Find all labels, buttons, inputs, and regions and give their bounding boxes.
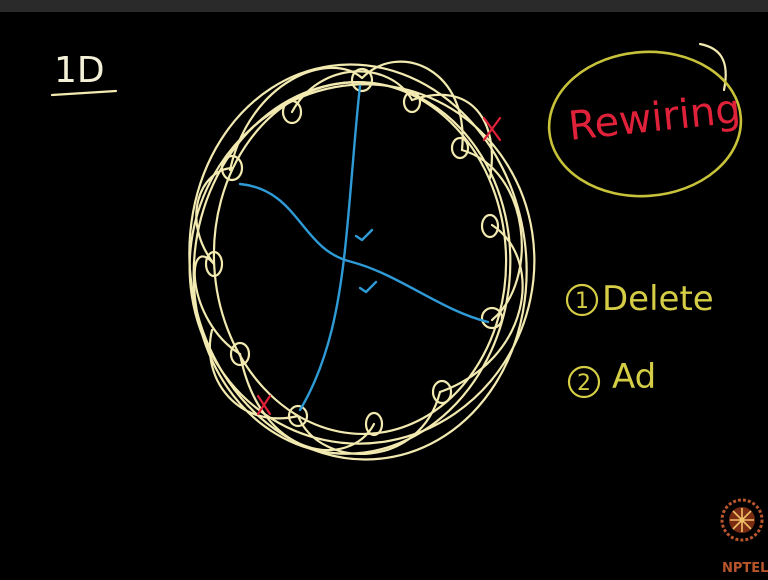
- ring-arc-right: [460, 148, 523, 322]
- heading-underline: [50, 89, 118, 97]
- node-5: [480, 306, 504, 330]
- step-2-label: Ad: [612, 357, 656, 397]
- step-2-number-circle: [567, 365, 601, 399]
- step-2: 2 Ad: [567, 357, 656, 399]
- check-mark-upper: [354, 228, 374, 242]
- cross-mark-bottom-left: [256, 394, 272, 416]
- node-4: [480, 213, 500, 239]
- heading-1d: 1D: [50, 50, 118, 97]
- title-circle: [547, 50, 743, 198]
- node-12: [281, 99, 303, 125]
- step-1-label: Delete: [602, 279, 714, 319]
- node-2: [402, 90, 422, 114]
- node-11: [220, 154, 244, 182]
- ring-nodes: [204, 67, 504, 437]
- node-8: [287, 404, 309, 428]
- node-6: [431, 379, 453, 405]
- steps-list: 1 Delete 2 Ad: [565, 279, 714, 399]
- step-1-number-circle: [565, 283, 599, 317]
- node-7: [364, 411, 384, 437]
- node-1: [350, 67, 374, 93]
- step-1: 1 Delete: [565, 279, 714, 319]
- ring-arc-top: [228, 60, 464, 172]
- ring-loop-outer: [188, 63, 528, 461]
- top-frame-border: [0, 0, 768, 12]
- rewired-edge-vertical: [298, 84, 362, 412]
- nptel-emblem-icon: [720, 498, 764, 542]
- nptel-logo: NPTEL: [720, 498, 768, 576]
- node-3: [450, 136, 470, 160]
- node-10: [204, 250, 224, 278]
- node-9: [229, 341, 251, 367]
- check-mark-lower: [358, 280, 378, 294]
- ring-arc-left: [193, 255, 242, 356]
- heading-text: 1D: [54, 50, 105, 91]
- ring-arc-right-lower: [438, 223, 524, 394]
- rewired-edges: [238, 84, 490, 412]
- delete-marks: [256, 116, 502, 416]
- ring-arc-bottom: [296, 390, 442, 455]
- ring-stray-stroke: [698, 42, 727, 92]
- cross-mark-top-right: [482, 116, 502, 142]
- title-group: Rewiring: [547, 50, 743, 198]
- step-2-number: 2: [577, 371, 591, 396]
- check-marks: [354, 228, 378, 294]
- title-text: Rewiring: [566, 86, 743, 150]
- ring-loop-wide: [188, 83, 536, 445]
- ring-arc-upper-right: [410, 93, 493, 180]
- ring-arc-bottom-left: [238, 352, 376, 452]
- step-1-number: 1: [575, 289, 589, 314]
- ring-arc-left-lower: [208, 328, 300, 420]
- rewired-edge-horizontal: [238, 182, 490, 324]
- nptel-logo-text: NPTEL: [722, 561, 768, 576]
